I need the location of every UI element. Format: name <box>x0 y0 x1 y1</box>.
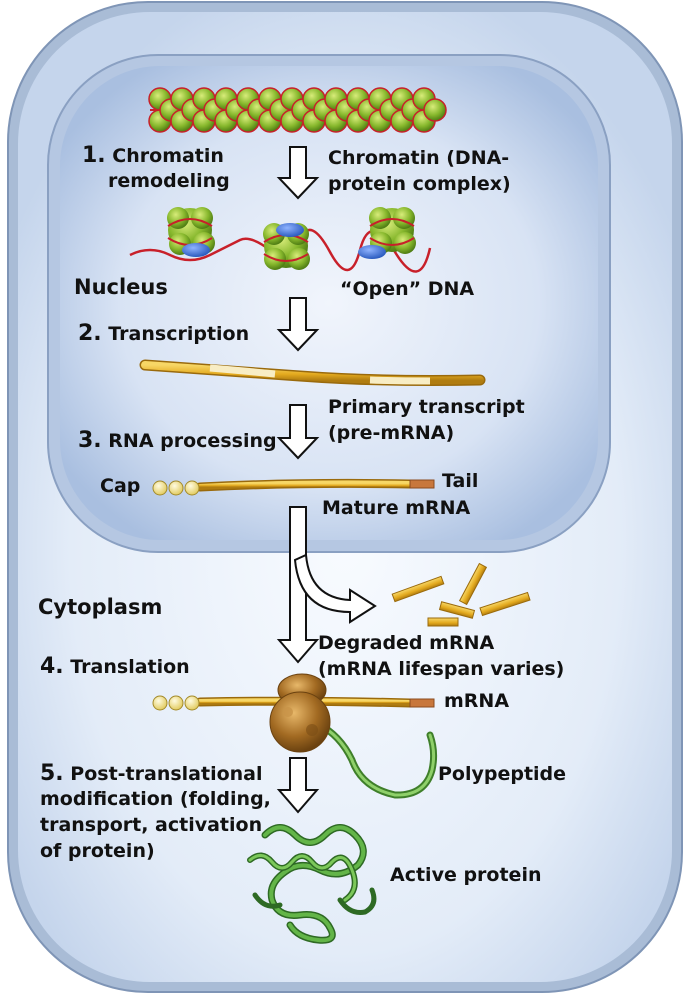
step5-number: 5. <box>40 761 64 786</box>
cap-bead <box>152 480 168 496</box>
arrow-rna-processing <box>276 404 320 460</box>
arrow-degradation <box>293 553 377 624</box>
step3-number: 3. <box>78 428 102 453</box>
nucleosome <box>358 207 416 259</box>
step5-line1: Post-translational <box>70 763 263 785</box>
mrna-label: mRNA <box>444 690 510 712</box>
mature-mrna-label: Mature mRNA <box>322 497 471 519</box>
intron <box>369 376 431 385</box>
arrow-post-translational <box>276 757 320 814</box>
cap-bead <box>184 480 200 496</box>
arrow-chromatin-remodeling <box>276 146 320 200</box>
active-protein <box>247 824 377 944</box>
chromatin-line2: protein complex) <box>328 173 511 195</box>
cap-bead <box>152 695 168 711</box>
cap-bead <box>168 480 184 496</box>
step5-line3: transport, activation <box>40 814 263 836</box>
step5-line4: of protein) <box>40 840 155 862</box>
poly-a-tail <box>409 479 435 489</box>
primary-transcript-line1: Primary transcript <box>328 396 525 418</box>
step2-text: Transcription <box>108 323 250 345</box>
step4-text: Translation <box>70 656 190 678</box>
cytoplasm-label: Cytoplasm <box>38 595 163 619</box>
step3-label: 3. RNA processing <box>78 429 277 453</box>
ribosome <box>269 673 331 753</box>
chromatin-line1: Chromatin (DNA- <box>328 147 510 169</box>
step2-label: 2. Transcription <box>78 322 249 346</box>
open-dna-label: “Open” DNA <box>340 278 475 300</box>
active-protein-label: Active protein <box>390 864 542 886</box>
nucleosome <box>167 207 215 257</box>
arrow-export-translation <box>276 506 320 664</box>
cap-bead <box>168 695 184 711</box>
step4-label: 4. Translation <box>40 655 190 679</box>
open-dna <box>129 207 432 273</box>
intron <box>209 364 276 378</box>
step4-number: 4. <box>40 654 64 679</box>
mature-mrna <box>152 478 435 496</box>
step2-number: 2. <box>78 321 102 346</box>
step1-number: 1. <box>82 143 106 168</box>
step5-label: 5. Post-translational <box>40 762 263 786</box>
degraded-mrna-line1: Degraded mRNA <box>318 632 495 654</box>
poly-a-tail <box>409 698 435 708</box>
pre-mrna <box>139 359 486 386</box>
condensed-chromatin <box>148 87 447 133</box>
degraded-mrna-line2: (mRNA lifespan varies) <box>318 658 565 680</box>
step1-label: 1. Chromatin <box>82 144 224 168</box>
nucleus-label: Nucleus <box>74 275 168 299</box>
polypeptide-label: Polypeptide <box>438 763 567 785</box>
arrow-transcription <box>276 297 320 352</box>
step1-line1: Chromatin <box>112 145 224 167</box>
degraded-mrna-fragments <box>391 562 531 627</box>
histone-bead <box>423 98 447 122</box>
step3-text: RNA processing <box>108 430 277 452</box>
tail-label: Tail <box>442 470 479 492</box>
primary-transcript-line2: (pre-mRNA) <box>328 422 455 444</box>
cap-bead <box>184 695 200 711</box>
nucleus-interior <box>60 66 598 540</box>
cap-label: Cap <box>100 475 141 497</box>
nucleosome <box>263 223 310 270</box>
step1-line2: remodeling <box>108 170 230 192</box>
step5-line2: modification (folding, <box>40 788 271 810</box>
